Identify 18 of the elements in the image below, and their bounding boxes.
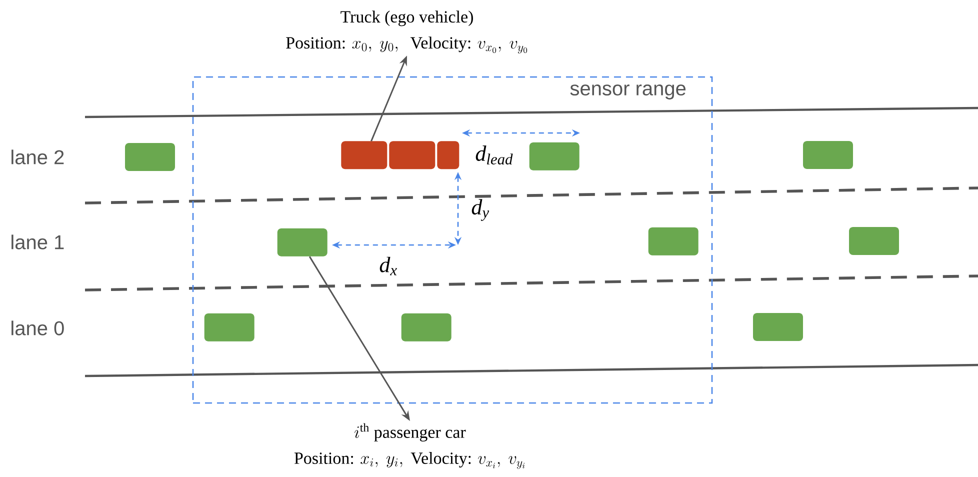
- car: [401, 313, 452, 342]
- car: [753, 313, 803, 341]
- dimension-label: d$_{lead}$: [476, 146, 513, 164]
- car: [204, 313, 254, 342]
- lane-label: lane 1: [12, 234, 64, 250]
- car: [648, 227, 698, 256]
- truck: [341, 141, 460, 170]
- caption-text: Truck (ego vehicle) $\text{Position: } x_0,\ y_0,\ \text{ Velocity: } v_{x_0},\ v_{y_0}$: [286, 10, 528, 54]
- lane-label: lane 0: [12, 320, 64, 336]
- car: [803, 141, 853, 169]
- car: [125, 143, 175, 171]
- caption-text: $i^{\text{th}}\text{ passenger car}$ $\text{Position: } x_i,\ y_i,\ \text{Velocity: } v_{x_i},\ v_{y_i}$: [294, 423, 525, 469]
- car: [277, 228, 328, 256]
- dimension-label: d$_{x}$: [380, 256, 397, 276]
- dimension-label: d$_{y}$: [472, 199, 490, 221]
- car: [529, 142, 580, 170]
- lane-label: lane 2: [12, 150, 64, 164]
- car: [849, 227, 899, 255]
